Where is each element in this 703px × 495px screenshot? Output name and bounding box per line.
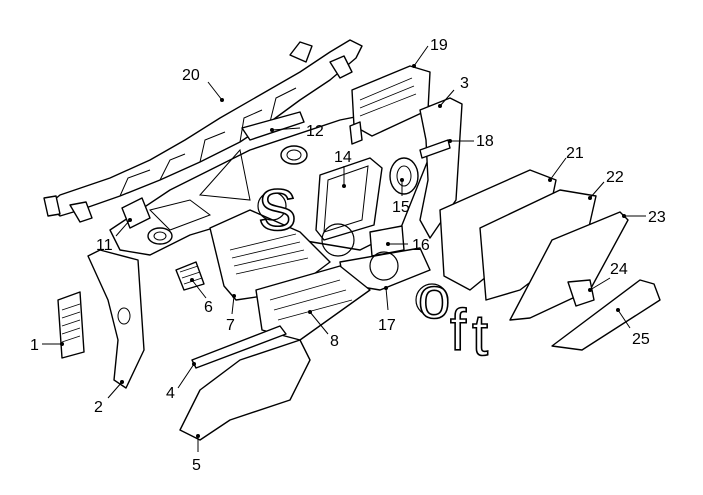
callout-16: 16 (412, 237, 430, 254)
callout-14: 14 (334, 149, 352, 166)
callout-7: 7 (226, 317, 235, 334)
part-16-switch (369, 225, 405, 257)
callout-2: 2 (94, 399, 103, 416)
part-1-fuse-box (57, 291, 85, 359)
callout-17: 17 (378, 317, 396, 334)
part-20-crossmember (43, 39, 363, 223)
part-8-lower-trim (255, 265, 371, 341)
callout-6: 6 (204, 299, 213, 316)
callout-labels: 1 2 3 4 5 6 7 8 11 12 14 15 16 17 18 19 … (30, 37, 666, 474)
callout-1: 1 (30, 337, 39, 354)
callout-22: 22 (606, 169, 624, 186)
callout-21: 21 (566, 145, 584, 162)
part-11-vent (121, 197, 173, 245)
part-18-bezel (419, 139, 451, 159)
callout-12: 12 (306, 123, 324, 140)
part-6-vent (175, 261, 205, 291)
callout-11: 11 (96, 237, 113, 254)
watermark: S o f t (257, 177, 489, 369)
part-14-center-display (315, 157, 383, 241)
center-speaker (280, 145, 308, 165)
callout-23: 23 (648, 209, 666, 226)
callout-15: 15 (392, 199, 410, 216)
leader-lines (42, 45, 646, 452)
part-2-side-panel (87, 249, 145, 389)
part-23-glovebox-door (509, 211, 629, 321)
watermark-letter-f: f (450, 298, 467, 363)
watermark-letter-o: o (418, 266, 450, 331)
callout-19: 19 (430, 37, 448, 54)
part-12-tray (241, 111, 305, 141)
part-25-handle-panel (551, 279, 661, 351)
callout-20: 20 (182, 67, 200, 84)
watermark-letter-s: S (258, 178, 297, 243)
part-24-latch (567, 279, 595, 307)
part-19-module (349, 65, 431, 145)
part-15-knob (389, 157, 419, 195)
part-5-knee-panel (179, 339, 311, 441)
callout-18: 18 (476, 133, 494, 150)
watermark-letter-t: t (472, 303, 488, 368)
callout-24: 24 (610, 261, 628, 278)
callout-4: 4 (166, 385, 175, 402)
callout-25: 25 (632, 331, 650, 348)
callout-3: 3 (460, 75, 469, 92)
callout-8: 8 (330, 333, 339, 350)
callout-5: 5 (192, 457, 201, 474)
